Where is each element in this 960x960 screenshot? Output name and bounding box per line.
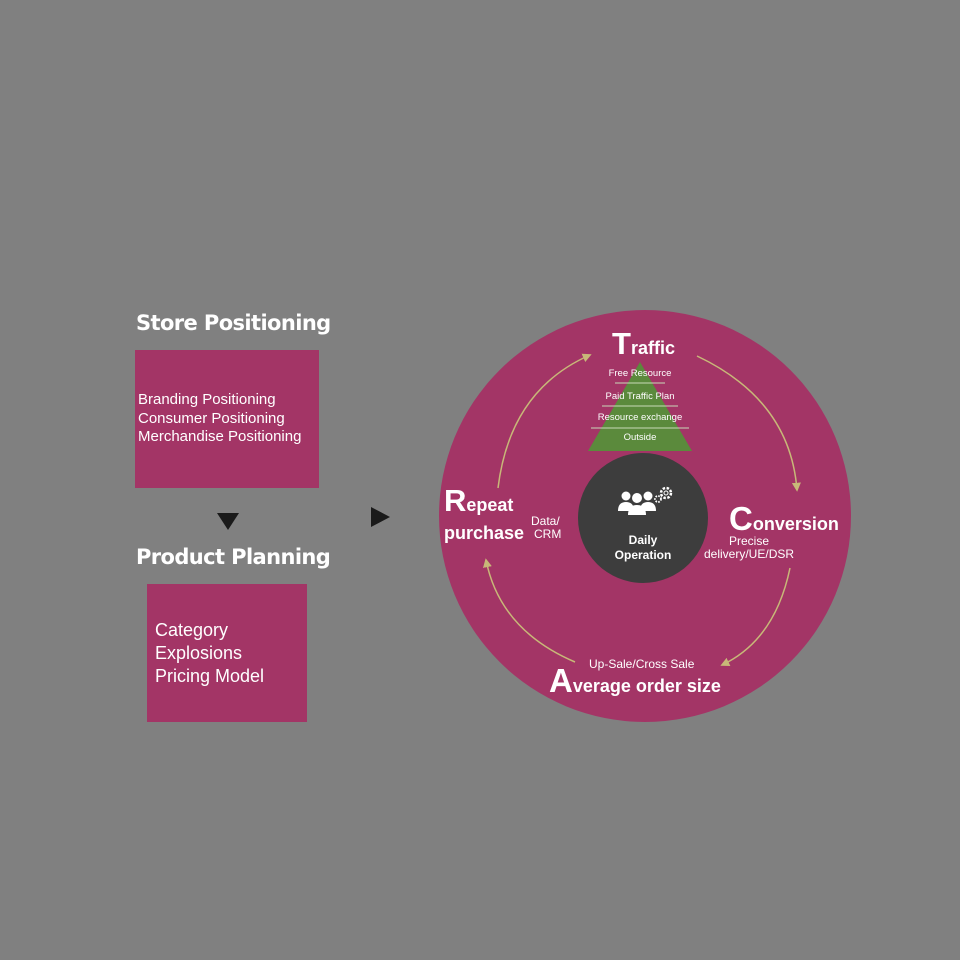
conversion-sub: Precise delivery/UE/DSR <box>704 535 794 561</box>
product-planning-box: Category Explosions Pricing Model <box>147 584 307 722</box>
average-sub: Up-Sale/Cross Sale <box>589 657 695 671</box>
daily-operation-label: Daily Operation <box>593 533 693 563</box>
conversion-label: Conversion <box>729 500 839 538</box>
store-item: Merchandise Positioning <box>138 428 302 446</box>
traffic-tier: Resource exchange <box>597 412 683 423</box>
repeat-sub: Data/ CRM <box>531 515 561 541</box>
center-line: Operation <box>614 548 672 562</box>
repeat-label: Repeat <box>444 485 513 516</box>
conversion-sub-line: delivery/UE/DSR <box>704 547 795 561</box>
product-item: Pricing Model <box>155 665 265 686</box>
store-positioning-title: Store Positioning <box>136 311 331 335</box>
average-label: Average order size <box>549 662 721 700</box>
arrow-average-to-repeat <box>483 558 576 663</box>
repeat-sub-line: CRM <box>534 527 562 541</box>
store-item: Consumer Positioning <box>138 409 285 427</box>
arrow-conversion-to-average <box>720 567 791 666</box>
repeat-purchase-word: purchase <box>444 523 525 543</box>
center-line: Daily <box>628 533 658 547</box>
team-gear-icon <box>618 486 673 515</box>
traffic-rest: raffic <box>630 338 675 358</box>
down-arrow-icon <box>217 513 239 530</box>
right-arrow-icon <box>371 507 390 527</box>
traffic-tier: Free Resource <box>608 368 672 379</box>
average-rest: verage order size <box>572 676 721 696</box>
product-item: Category <box>155 619 229 640</box>
traffic-tier: Paid Traffic Plan <box>605 391 675 402</box>
traffic-label: Traffic <box>612 326 675 362</box>
repeat-sub-line: Data/ <box>531 514 560 528</box>
average-initial: A <box>549 662 573 699</box>
traffic-initial: T <box>612 326 631 361</box>
product-item: Explosions <box>155 642 243 663</box>
daily-operation-circle <box>578 453 708 583</box>
conversion-rest: onversion <box>752 514 839 534</box>
store-positioning-box: Branding Positioning Consumer Positionin… <box>135 350 319 488</box>
repeat-rest: epeat <box>466 495 514 515</box>
conversion-initial: C <box>729 500 753 537</box>
traffic-tier: Outside <box>623 432 657 443</box>
arrow-repeat-to-traffic <box>497 353 592 489</box>
conversion-sub-line: Precise <box>728 534 769 548</box>
arrow-traffic-to-conversion <box>696 355 801 492</box>
store-item: Branding Positioning <box>138 391 276 409</box>
product-planning-title: Product Planning <box>136 545 331 569</box>
repeat-initial: R <box>444 483 467 518</box>
